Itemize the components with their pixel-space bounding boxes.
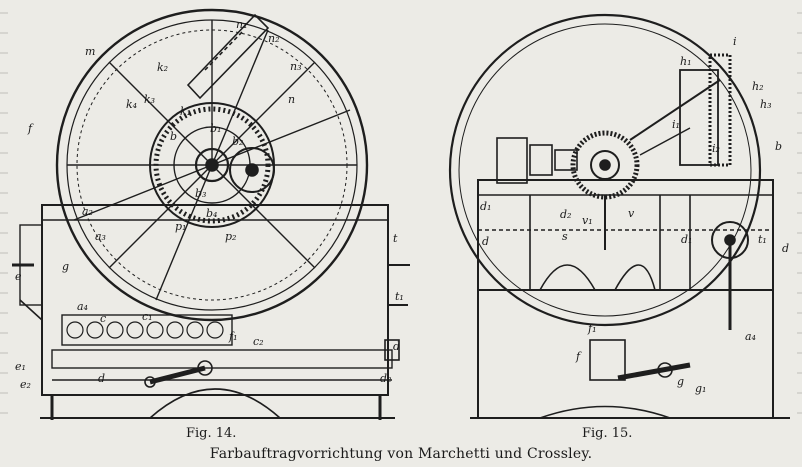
- svg-text:d: d: [98, 372, 105, 385]
- svg-text:b: b: [170, 130, 177, 143]
- svg-text:n₁: n₁: [236, 18, 248, 31]
- svg-text:c₂: c₂: [253, 335, 264, 348]
- svg-text:b₂: b₂: [232, 135, 243, 148]
- svg-text:f: f: [27, 122, 34, 135]
- svg-text:a₂: a₂: [82, 205, 93, 218]
- svg-text:v₁: v₁: [582, 214, 593, 227]
- svg-text:t: t: [393, 232, 398, 245]
- svg-text:g: g: [62, 260, 69, 273]
- svg-text:d₁: d₁: [480, 200, 491, 213]
- svg-text:f₁: f₁: [587, 322, 596, 335]
- svg-text:v: v: [628, 207, 635, 220]
- svg-text:n₃: n₃: [290, 60, 302, 73]
- svg-text:h₂: h₂: [752, 80, 764, 93]
- svg-text:k₃: k₃: [144, 93, 155, 106]
- svg-text:c: c: [100, 312, 106, 325]
- svg-text:e: e: [15, 270, 22, 283]
- svg-text:s: s: [562, 230, 568, 243]
- svg-text:k₄: k₄: [126, 98, 137, 111]
- figure-15-labels: i h₂ h₃ h₁ i₁ i₂ b d₁ d d₂ v₁ v s d₁ t₁ …: [480, 35, 789, 395]
- svg-text:b₁: b₁: [210, 122, 221, 135]
- svg-text:k₂: k₂: [157, 61, 168, 74]
- svg-text:n: n: [288, 93, 295, 106]
- svg-text:a₄: a₄: [745, 330, 756, 343]
- svg-text:b₄: b₄: [206, 207, 217, 220]
- svg-text:c₁: c₁: [142, 310, 153, 323]
- svg-text:a₄: a₄: [77, 300, 88, 313]
- svg-text:e₂: e₂: [20, 378, 31, 391]
- main-caption: Farbauftragvorrichtung von Marchetti und…: [209, 446, 593, 462]
- svg-text:d₂: d₂: [560, 208, 571, 221]
- svg-text:i₁: i₁: [672, 118, 680, 131]
- svg-text:i: i: [733, 35, 737, 48]
- svg-text:d: d: [482, 235, 489, 248]
- svg-text:i₂: i₂: [712, 142, 720, 155]
- figure-15-drawing: [448, 5, 797, 423]
- figure-15-caption: Fig. 15.: [582, 426, 633, 441]
- svg-text:d: d: [393, 340, 400, 353]
- svg-text:b: b: [775, 140, 782, 153]
- svg-text:h₃: h₃: [760, 98, 772, 111]
- figure-14-drawing: [8, 5, 458, 423]
- svg-text:b₃: b₃: [195, 187, 206, 200]
- svg-text:g₁: g₁: [695, 382, 706, 395]
- svg-text:n₂: n₂: [268, 32, 280, 45]
- svg-text:p₁: p₁: [175, 220, 186, 233]
- svg-text:f: f: [575, 350, 582, 363]
- svg-text:g: g: [677, 375, 684, 388]
- figure-14-labels: m n₁ n₂ n₃ n k₂ k₄ k₁ k₃ b b₁ b₂ b₃ b₄ p…: [15, 18, 404, 391]
- figure-14-caption: Fig. 14.: [186, 426, 237, 441]
- svg-text:d: d: [782, 242, 789, 255]
- svg-text:m: m: [85, 45, 95, 58]
- svg-text:a₃: a₃: [95, 230, 106, 243]
- svg-text:k₁: k₁: [180, 105, 191, 118]
- svg-text:h₁: h₁: [680, 55, 692, 68]
- svg-text:t₁: t₁: [395, 290, 404, 303]
- svg-text:d₁: d₁: [681, 233, 692, 246]
- svg-text:p₂: p₂: [225, 230, 236, 243]
- svg-text:e₁: e₁: [15, 360, 26, 373]
- svg-text:f₁: f₁: [228, 330, 237, 343]
- svg-text:d₂: d₂: [380, 372, 391, 385]
- svg-text:t₁: t₁: [758, 233, 767, 246]
